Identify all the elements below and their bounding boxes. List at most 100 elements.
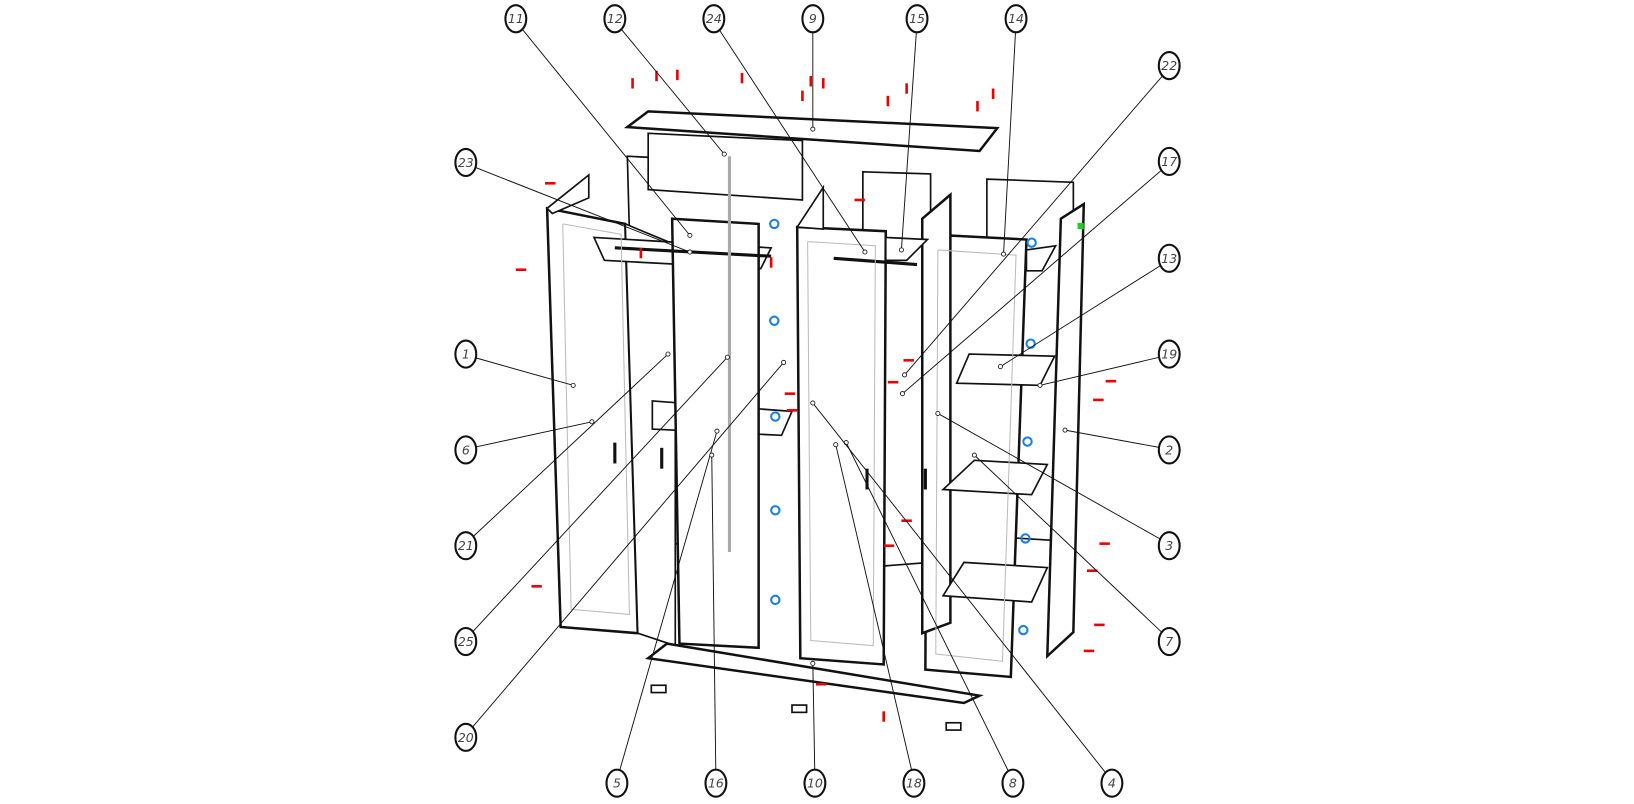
callout-number: 14 [1008,11,1024,26]
callout-8: 8 [843,440,1025,798]
callout-number: 6 [462,442,470,457]
target-point [589,419,595,425]
leader-line [473,353,669,537]
callout-bubble [605,768,629,798]
callout-bubble [1100,768,1124,798]
target-point [902,372,908,378]
shelf-right-1 [1025,244,1058,272]
shelf-right-2 [955,353,1056,387]
callout-bubble [1157,626,1181,657]
leader-line [619,431,718,771]
leader-line [711,455,717,770]
target-point [1001,251,1007,257]
callout-bubble [902,768,926,798]
target-point [810,660,816,666]
leader-line [475,167,691,253]
callout-18: 18 [833,442,926,798]
foot [650,684,667,694]
callout-number: 5 [613,776,621,791]
callout-bubble [1157,243,1181,273]
leader-line [902,169,1162,395]
target-point [810,400,816,406]
callout-number: 11 [508,11,524,26]
door-inner-outline [562,223,630,616]
callout-number: 3 [1165,538,1173,553]
hinge-icon [1026,237,1037,248]
callout-bubble [803,768,827,798]
callout-bubble [504,4,528,34]
callout-number: 17 [1161,154,1177,169]
leader-line [1064,429,1160,448]
target-point [687,232,693,238]
callout-number: 22 [1161,58,1177,73]
target-point [781,359,787,365]
callout-number: 21 [458,538,474,553]
door-inner-outline [807,241,876,647]
shelf-right-3 [941,459,1049,496]
leader-line [521,29,691,236]
target-point [935,410,941,416]
callout-bubble [1157,146,1181,177]
callout-10: 10 [803,660,827,798]
callout-9: 9 [801,4,825,132]
callout-bubble [1157,51,1181,81]
leader-line [900,32,917,250]
hinge-icon [769,315,780,326]
door-3 [795,225,888,666]
leader-line [812,402,1106,773]
callout-number: 4 [1108,776,1116,791]
callout-4: 4 [810,400,1124,798]
accent-marker [1077,222,1084,230]
hinge-icon [1022,436,1033,447]
hinge-icon [770,594,781,606]
hinge-icon [770,505,781,516]
callout-bubble [454,147,478,178]
callout-3: 3 [935,410,1181,561]
leader-line [472,356,728,632]
callout-7: 7 [971,452,1181,657]
hinge-icon [770,411,781,422]
callout-bubble [801,4,825,34]
foot [945,721,962,731]
target-point [724,354,730,360]
callout-bubble [905,4,929,34]
callout-number: 23 [458,155,474,170]
leader-line [475,357,574,386]
callout-bubble [1157,531,1181,561]
callout-bubble [1004,4,1028,34]
box-inner-outline [935,249,1017,662]
target-point [1037,382,1043,388]
callout-23: 23 [454,147,693,255]
leader-line [1003,32,1016,255]
leader-line [845,442,1009,772]
leader-line [719,29,866,253]
callout-number: 18 [906,776,922,791]
callout-bubble [1157,339,1181,369]
leader-line [904,75,1163,376]
callout-number: 20 [458,730,474,745]
leader-line [1000,265,1161,367]
callout-number: 25 [458,634,474,649]
callout-20: 20 [454,359,787,752]
hinge-icon [1018,624,1029,636]
callout-bubble [454,626,478,657]
callout-17: 17 [899,146,1181,397]
hinge-icon [769,218,780,230]
callout-bubble [454,435,478,465]
callout-13: 13 [997,243,1181,370]
callout-21: 21 [454,351,671,561]
target-point [899,391,905,397]
target-point [721,151,727,157]
callout-bubble [454,722,478,752]
shelf-center [884,236,930,262]
callout-number: 15 [909,11,925,26]
shelf-right-4 [941,561,1049,603]
callout-1: 1 [454,339,576,388]
target-point [810,126,816,132]
target-point [1062,427,1068,433]
callout-number: 12 [607,11,623,26]
callout-22: 22 [902,51,1181,378]
leader-line [475,421,593,448]
